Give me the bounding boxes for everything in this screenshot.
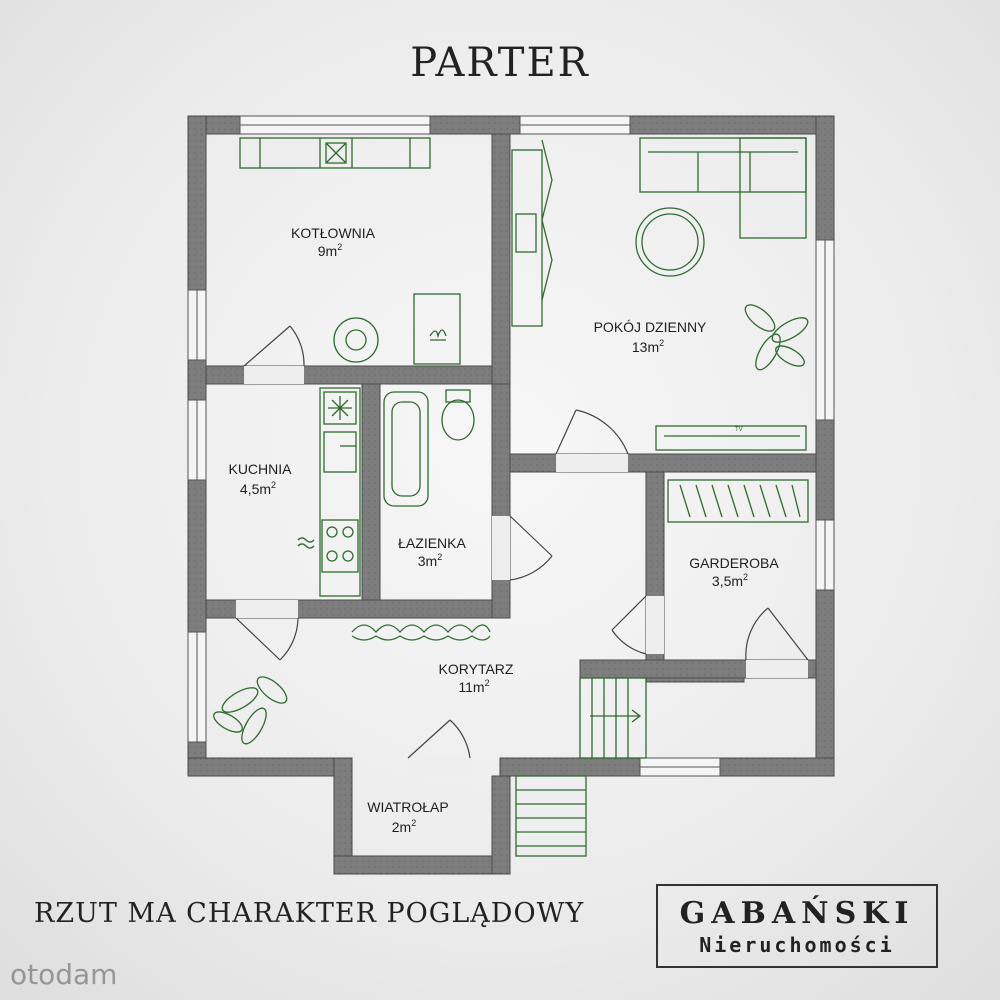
plant-icon-living bbox=[744, 304, 809, 371]
room-label-lazienka: ŁAZIENKA 3m2 bbox=[398, 535, 466, 569]
room-area: 4,5m2 bbox=[240, 480, 276, 497]
room-label-garderoba: GARDEROBA 3,5m2 bbox=[689, 555, 779, 589]
room-name: ŁAZIENKA bbox=[398, 535, 466, 551]
room-area: 3,5m2 bbox=[712, 572, 748, 589]
window-glass-lines bbox=[196, 124, 826, 768]
tv-label: TV bbox=[735, 427, 743, 433]
room-name: KOTŁOWNIA bbox=[291, 225, 376, 241]
furniture bbox=[213, 137, 809, 857]
brand-subtitle: Nieruchomości bbox=[699, 933, 895, 957]
room-area: 9m2 bbox=[318, 242, 342, 259]
room-area: 2m2 bbox=[392, 818, 416, 835]
disclaimer-text: RZUT MA CHARAKTER POGLĄDOWY bbox=[34, 898, 585, 929]
room-area: 13m2 bbox=[632, 338, 664, 355]
plant-row-icon bbox=[351, 624, 491, 641]
room-name: KORYTARZ bbox=[439, 661, 514, 677]
room-label-pokoj-dzienny: POKÓJ DZIENNY 13m2 bbox=[594, 319, 707, 355]
walls bbox=[187, 115, 835, 875]
room-area: 11m2 bbox=[458, 678, 489, 695]
brand-logo: GABAŃSKI Nieruchomości bbox=[656, 884, 938, 968]
room-name: GARDEROBA bbox=[689, 555, 779, 571]
watermark: otodam bbox=[10, 958, 118, 991]
room-label-kotlownia: KOTŁOWNIA 9m2 bbox=[291, 225, 376, 259]
page-title: PARTER bbox=[410, 40, 590, 86]
room-name: KUCHNIA bbox=[228, 461, 292, 477]
room-area: 3m2 bbox=[418, 552, 442, 569]
room-name: POKÓJ DZIENNY bbox=[594, 319, 707, 335]
door-openings bbox=[236, 366, 808, 776]
room-label-korytarz: KORYTARZ 11m2 bbox=[439, 661, 514, 695]
door-swings bbox=[235, 325, 809, 759]
room-label-wiatrolap: WIATROŁAP 2m2 bbox=[367, 799, 448, 835]
room-label-kuchnia: KUCHNIA 4,5m2 bbox=[228, 461, 292, 497]
plant-icon-corridor bbox=[213, 676, 288, 745]
brand-name: GABAŃSKI bbox=[679, 896, 915, 931]
room-name: WIATROŁAP bbox=[367, 799, 448, 815]
